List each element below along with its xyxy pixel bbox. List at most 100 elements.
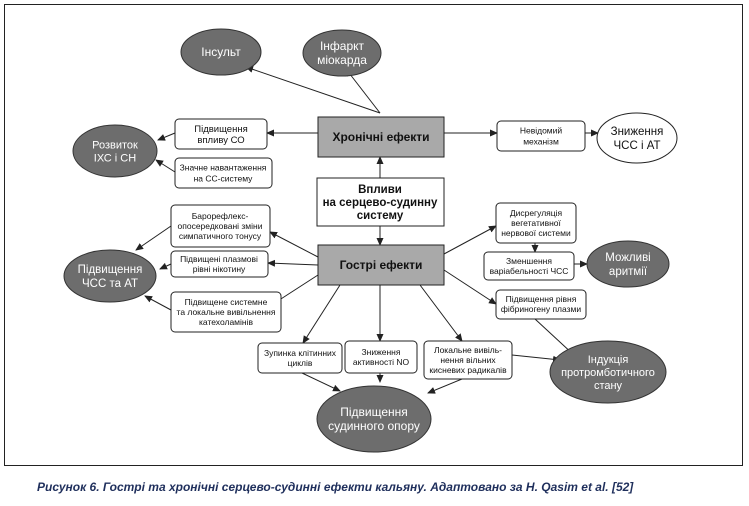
mechanism-co-box	[174, 118, 268, 150]
outcome-infarct	[302, 29, 382, 77]
label-co-line: Підвищення	[194, 124, 247, 135]
label-vascular-line: судинного опору	[328, 419, 420, 433]
arrow-radicals-to-vascular	[427, 378, 463, 394]
label-arrhythmia-line: Можливі	[605, 252, 650, 264]
label-hr-increase-line: ЧСС та АТ	[82, 278, 138, 290]
label-fibrinogen-line: фібриногену плазми	[501, 304, 582, 314]
mechanism-dysregulation-box	[495, 202, 577, 244]
acute-effects-box	[317, 244, 445, 286]
arrow-chronic-to-stroke	[245, 65, 381, 114]
label-infarct-line: міокарда	[317, 53, 367, 67]
label-arrhythmia: Можливі аритмії	[605, 252, 650, 278]
mechanism-no-box	[344, 340, 418, 374]
arrow-acute-to-fibrinogen	[443, 269, 497, 305]
label-chronic-line: Хронічні ефекти	[332, 130, 429, 144]
label-fibrinogen-line: Підвищення рівня	[506, 294, 577, 304]
outcome-ihd	[72, 124, 158, 178]
label-hrv-line: Зменшення	[506, 256, 552, 266]
label-load-line: на СС-систему	[194, 173, 254, 183]
label-catecholamines-line: Підвищене системне	[185, 297, 268, 307]
label-unknown-line: Невідомий	[520, 125, 563, 135]
outcome-prothrombotic	[549, 340, 667, 404]
mechanism-catecholamines-box	[170, 291, 282, 333]
label-unknown-line: механізм	[523, 136, 559, 146]
label-co-line: впливу СО	[197, 135, 244, 146]
label-dysregulation-line: нервової системи	[501, 228, 571, 238]
label-radicals-line: кисневих радикалів	[429, 365, 507, 375]
label-ihd-line: Розвиток	[92, 139, 138, 151]
label-baroreflex-line: симпатичного тонусу	[179, 231, 262, 241]
arrow-nicotine-to-hr	[159, 262, 172, 270]
outcome-hr-increase	[63, 249, 157, 303]
label-catecholamines-line: та локальне вивільнення	[177, 307, 276, 317]
label-nicotine-line: рівні нікотину	[193, 264, 246, 274]
arrow-co-to-ihd	[157, 132, 176, 141]
label-prothrombotic-line: протромботичного	[561, 367, 655, 379]
label-dysregulation-line: вегетативної	[511, 218, 561, 228]
label-vascular-line: Підвищення	[340, 405, 408, 419]
arrow-acute-to-dysregulation	[443, 225, 497, 255]
arrow-cellcycle-to-vascular	[301, 372, 341, 392]
mechanism-nicotine-box	[170, 250, 269, 278]
arrow-acute-to-nicotine	[267, 259, 319, 267]
mechanism-baroreflex-box	[170, 204, 271, 248]
label-ihd-line: ІХС і СН	[94, 152, 136, 164]
label-hrv-line: варіабельності ЧСС	[490, 266, 569, 276]
arrow-load-to-ihd	[155, 159, 176, 173]
arrow-acute-to-baroreflex	[269, 231, 319, 258]
label-arrhythmia-line: аритмії	[609, 266, 648, 278]
label-no-line: Зниження	[362, 347, 401, 357]
label-radicals-line: нення вільних	[440, 355, 496, 365]
arrows	[135, 65, 599, 394]
label-center-line: систему	[357, 210, 404, 222]
mechanism-fibrinogen-box	[495, 289, 587, 320]
label-stroke-line: Інсульт	[201, 45, 241, 59]
label-cellcycle-line: Зупинка клітинних	[264, 348, 337, 358]
arrow-acute-to-cellcycle	[302, 284, 341, 344]
arrow-radicals-to-prothrombotic	[511, 354, 561, 363]
mechanism-radicals-box	[423, 340, 513, 380]
figure-caption: Рисунок 6. Гострі та хронічні серцево-су…	[37, 480, 634, 494]
outcome-arrhythmia	[586, 240, 670, 288]
label-dysregulation-line: Дисрегуляція	[510, 208, 563, 218]
chronic-effects-box	[317, 116, 445, 158]
center-box	[316, 177, 445, 227]
outcome-stroke	[180, 28, 262, 76]
label-chronic: Хронічні ефекти	[332, 130, 429, 144]
label-hr-decrease-line: Зниження	[611, 126, 664, 138]
label-prothrombotic-line: Індукція	[588, 354, 629, 366]
label-baroreflex-line: опосередковані зміни	[178, 221, 263, 231]
label-nicotine-line: Підвищені плазмові	[180, 254, 258, 264]
label-center-line: Впливи	[358, 184, 402, 196]
label-infarct-line: Інфаркт	[320, 39, 365, 53]
label-baroreflex-line: Барорефлекс-	[192, 211, 249, 221]
mechanism-load-box	[174, 157, 273, 189]
arrow-acute-to-radicals	[419, 284, 463, 342]
mechanism-cellcycle-box	[257, 342, 343, 374]
label-radicals-line: Локальне вивіль-	[434, 345, 502, 355]
arrow-chronic-to-infarct	[345, 68, 381, 114]
label-stroke: Інсульт	[201, 45, 241, 59]
mechanism-hrv-box	[483, 251, 575, 281]
label-acute: Гострі ефекти	[340, 258, 423, 272]
outcome-hr-decrease	[596, 112, 678, 164]
label-hr-decrease-line: ЧСС і АТ	[613, 140, 660, 152]
label-center-line: на серцево-судинну	[323, 197, 438, 209]
